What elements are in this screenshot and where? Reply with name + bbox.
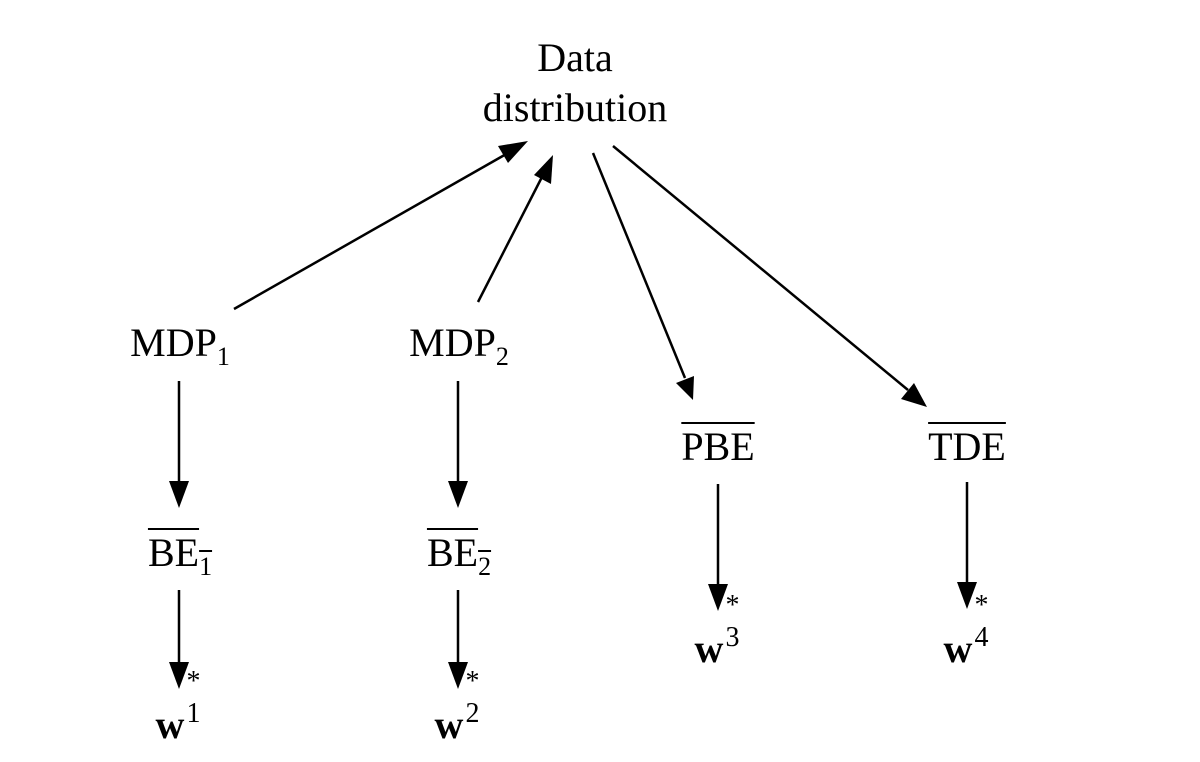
node-mdp2: MDP2 [389,318,529,371]
node-mdp1: MDP1 [110,318,250,371]
edge-be1-to-w1 [169,590,189,689]
node-pbe-label: PBE [681,424,755,469]
node-pbe: PBE [648,422,788,472]
edge-be2-to-w2 [448,590,468,689]
node-w3-scripts: *3 [723,592,741,662]
node-be1-label: BE [147,530,200,575]
edge-data-distribution-to-tde [612,145,927,407]
edge-mdp1-to-be1 [169,381,189,508]
node-w2-subscript: 2 [465,698,480,729]
node-tde-label: TDE [928,424,1006,469]
node-w1: w*1 [139,668,219,750]
node-be2-overlined: BE2 [426,530,491,580]
node-w3-symbol: w*3 [694,592,742,674]
node-w1-scripts: *1 [184,668,202,738]
node-w3-label: w [694,626,724,671]
node-be2-label: BE [426,530,479,575]
node-w1-label: w [155,702,185,747]
node-w3-superscript: * [725,590,740,621]
edge-mdp2-to-data-distribution [476,155,553,303]
node-be2: BE2 [399,528,519,580]
node-w2-scripts: *2 [463,668,481,738]
edge-pbe-to-w3 [708,484,728,611]
node-data-distribution-line1: Data [537,35,613,80]
node-w3: w*3 [678,592,758,674]
node-data-distribution: Data distribution [465,33,685,133]
node-w3-subscript: 3 [725,622,740,653]
node-be1: BE1 [120,528,240,580]
edge-mdp1-to-data-distribution [233,141,528,311]
edge-tde-to-w4 [957,482,977,609]
node-w2: w*2 [418,668,498,750]
node-w4-symbol: w*4 [943,592,991,674]
node-tde: TDE [897,422,1037,472]
node-w4-superscript: * [974,590,989,621]
node-mdp1-subscript: 1 [216,342,230,371]
node-mdp1-label: MDP [130,320,217,365]
node-w2-superscript: * [465,666,480,697]
node-w2-symbol: w*2 [434,668,482,750]
node-be1-subscript: 1 [199,552,213,581]
node-be2-subscript: 2 [478,552,492,581]
node-w4: w*4 [927,592,1007,674]
node-be1-overlined: BE1 [147,530,212,580]
node-w2-label: w [434,702,464,747]
node-mdp2-label: MDP [409,320,496,365]
node-data-distribution-line2: distribution [482,85,668,130]
node-w4-label: w [943,626,973,671]
node-w4-scripts: *4 [972,592,990,662]
edge-data-distribution-to-pbe [591,152,694,400]
node-w1-symbol: w*1 [155,668,203,750]
edge-mdp2-to-be2 [448,381,468,508]
node-w4-subscript: 4 [974,622,989,653]
node-mdp2-subscript: 2 [495,342,509,371]
node-w1-subscript: 1 [186,698,201,729]
node-w1-superscript: * [186,666,201,697]
